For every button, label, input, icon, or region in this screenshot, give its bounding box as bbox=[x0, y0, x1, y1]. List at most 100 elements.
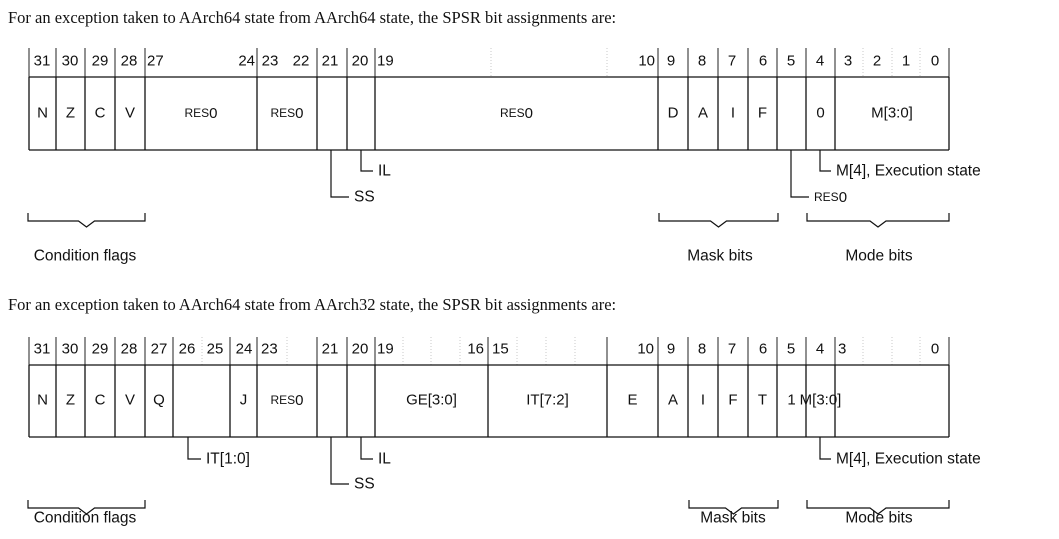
callout-ss: SS bbox=[354, 189, 375, 206]
bit-number: 23 bbox=[262, 53, 279, 70]
group-mode-bits: Mode bits bbox=[845, 248, 912, 265]
bit-number: 9 bbox=[667, 53, 675, 70]
bit-number: 20 bbox=[352, 341, 369, 358]
bit-number: 30 bbox=[62, 53, 79, 70]
diagram2-intro: For an exception taken to AArch64 state … bbox=[8, 295, 617, 314]
bit-number: 0 bbox=[931, 341, 939, 358]
bit-number: 0 bbox=[931, 53, 939, 70]
register-field: IT[7:2] bbox=[526, 392, 569, 409]
register-field: RES0 bbox=[184, 105, 217, 122]
group-condition-flags: Condition flags bbox=[34, 248, 137, 265]
bit-number: 27 bbox=[147, 53, 164, 70]
bit-number: 16 bbox=[467, 341, 484, 358]
brace-mask-bits bbox=[658, 213, 779, 228]
bit-number: 25 bbox=[207, 341, 224, 358]
group-condition-flags: Condition flags bbox=[34, 510, 137, 527]
register-field: F bbox=[758, 105, 767, 122]
register-field: Z bbox=[66, 105, 75, 122]
group-mode-bits: Mode bits bbox=[845, 510, 912, 527]
diagram1-intro: For an exception taken to AArch64 state … bbox=[8, 8, 617, 27]
register-field: A bbox=[698, 105, 708, 122]
bit-number: 9 bbox=[667, 341, 675, 358]
bit-number: 2 bbox=[873, 53, 881, 70]
brace-mask-bits bbox=[688, 500, 779, 515]
callout-res0-leader bbox=[790, 150, 809, 198]
register-field: 1 bbox=[787, 392, 795, 409]
brace-condition-flags bbox=[27, 213, 146, 228]
callout-res0: RES0 bbox=[814, 189, 847, 206]
callout-il-leader bbox=[360, 437, 373, 460]
callout-ss: SS bbox=[354, 476, 375, 493]
register-field: C bbox=[95, 105, 106, 122]
register-field: RES0 bbox=[500, 105, 533, 122]
register-field: T bbox=[758, 392, 767, 409]
group-mask-bits: Mask bits bbox=[700, 510, 766, 527]
bit-number: 6 bbox=[759, 53, 767, 70]
group-mask-bits: Mask bits bbox=[687, 248, 753, 265]
bit-number: 10 bbox=[638, 53, 655, 70]
bit-number: 3 bbox=[844, 53, 852, 70]
register-field: J bbox=[240, 392, 248, 409]
callout-m4-execution-state-leader bbox=[819, 150, 831, 172]
register-field: D bbox=[668, 105, 679, 122]
bit-number: 22 bbox=[293, 53, 310, 70]
callout-m4-execution-state: M[4], Execution state bbox=[836, 163, 981, 180]
register-field: M[3:0] bbox=[800, 392, 842, 409]
callout-m4-execution-state: M[4], Execution state bbox=[836, 451, 981, 468]
bit-number: 24 bbox=[236, 341, 253, 358]
bit-number: 5 bbox=[787, 53, 795, 70]
bit-number: 10 bbox=[637, 341, 654, 358]
register-field: N bbox=[37, 392, 48, 409]
bit-number: 27 bbox=[151, 341, 168, 358]
register-field: I bbox=[731, 105, 735, 122]
bit-number: 7 bbox=[728, 341, 736, 358]
bit-number: 5 bbox=[787, 341, 795, 358]
bit-number: 15 bbox=[492, 341, 509, 358]
callout-il-leader bbox=[360, 150, 373, 172]
bit-number: 3 bbox=[838, 341, 846, 358]
register-field: M[3:0] bbox=[871, 105, 913, 122]
bit-number: 21 bbox=[322, 341, 339, 358]
brace-condition-flags bbox=[27, 500, 146, 515]
bit-number: 30 bbox=[62, 341, 79, 358]
callout-il: IL bbox=[378, 163, 391, 180]
callout-it-1-0: IT[1:0] bbox=[206, 451, 250, 468]
bit-number: 28 bbox=[121, 53, 138, 70]
register-field: Z bbox=[66, 392, 75, 409]
bit-number: 24 bbox=[238, 53, 255, 70]
bit-number: 23 bbox=[261, 341, 278, 358]
register-field: V bbox=[125, 392, 135, 409]
callout-ss-leader bbox=[330, 150, 349, 198]
callout-it-1-0-leader bbox=[187, 437, 201, 460]
register-field: 0 bbox=[816, 105, 824, 122]
bit-number: 29 bbox=[92, 53, 109, 70]
brace-mode-bits bbox=[806, 213, 950, 228]
bit-number: 29 bbox=[92, 341, 109, 358]
bit-number: 8 bbox=[698, 341, 706, 358]
callout-ss-leader bbox=[330, 437, 349, 485]
bit-number: 19 bbox=[377, 341, 394, 358]
register-field: E bbox=[627, 392, 637, 409]
register-field: V bbox=[125, 105, 135, 122]
register-field: Q bbox=[153, 392, 165, 409]
bit-number: 31 bbox=[34, 341, 51, 358]
bit-number: 6 bbox=[759, 341, 767, 358]
register-field: RES0 bbox=[270, 105, 303, 122]
bit-number: 4 bbox=[816, 341, 824, 358]
bit-number: 28 bbox=[121, 341, 138, 358]
bit-number: 19 bbox=[377, 53, 394, 70]
bit-number: 20 bbox=[352, 53, 369, 70]
bit-number: 7 bbox=[728, 53, 736, 70]
bit-number: 1 bbox=[902, 53, 910, 70]
bit-number: 8 bbox=[698, 53, 706, 70]
register-field: N bbox=[37, 105, 48, 122]
bit-number: 31 bbox=[34, 53, 51, 70]
register-field: F bbox=[728, 392, 737, 409]
register-field: C bbox=[95, 392, 106, 409]
bit-number: 4 bbox=[816, 53, 824, 70]
callout-il: IL bbox=[378, 451, 391, 468]
register-field: A bbox=[668, 392, 678, 409]
register-field: RES0 bbox=[270, 392, 303, 409]
bit-number: 21 bbox=[322, 53, 339, 70]
